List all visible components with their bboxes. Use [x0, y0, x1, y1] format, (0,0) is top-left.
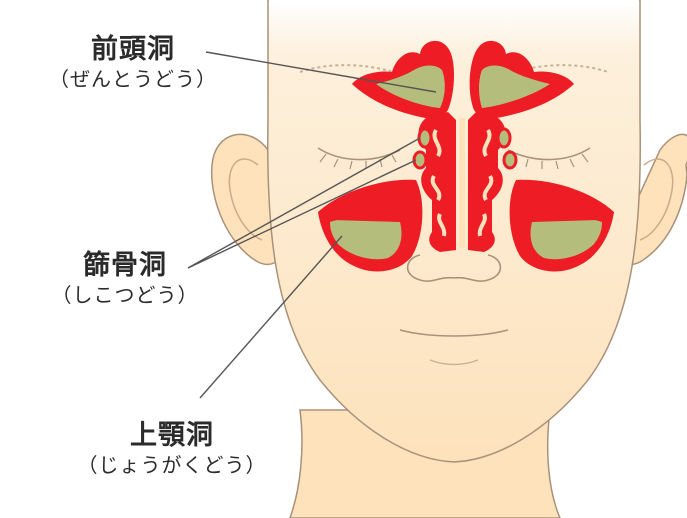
- maxillary-sinus-label: 上顎洞 （じょうがくどう）: [62, 420, 282, 478]
- maxillary-sinus-name: 上顎洞: [62, 420, 282, 452]
- ethmoid-cell-left-1: [419, 129, 431, 147]
- maxillary-sinus-reading: （じょうがくどう）: [62, 452, 282, 478]
- ethmoid-cell-right-1: [498, 129, 510, 147]
- frontal-sinus-label: 前頭洞 （ぜんとうどう）: [38, 34, 228, 92]
- ethmoid-sinus-label: 篩骨洞 （しこつどう）: [40, 250, 210, 308]
- ethmoid-sinus-name: 篩骨洞: [40, 250, 210, 282]
- ethmoid-cell-right-2: [504, 152, 516, 168]
- nasal-septum: [459, 118, 465, 248]
- ethmoid-sinus-reading: （しこつどう）: [40, 282, 210, 308]
- frontal-sinus-name: 前頭洞: [38, 34, 228, 66]
- frontal-sinus-reading: （ぜんとうどう）: [38, 66, 228, 92]
